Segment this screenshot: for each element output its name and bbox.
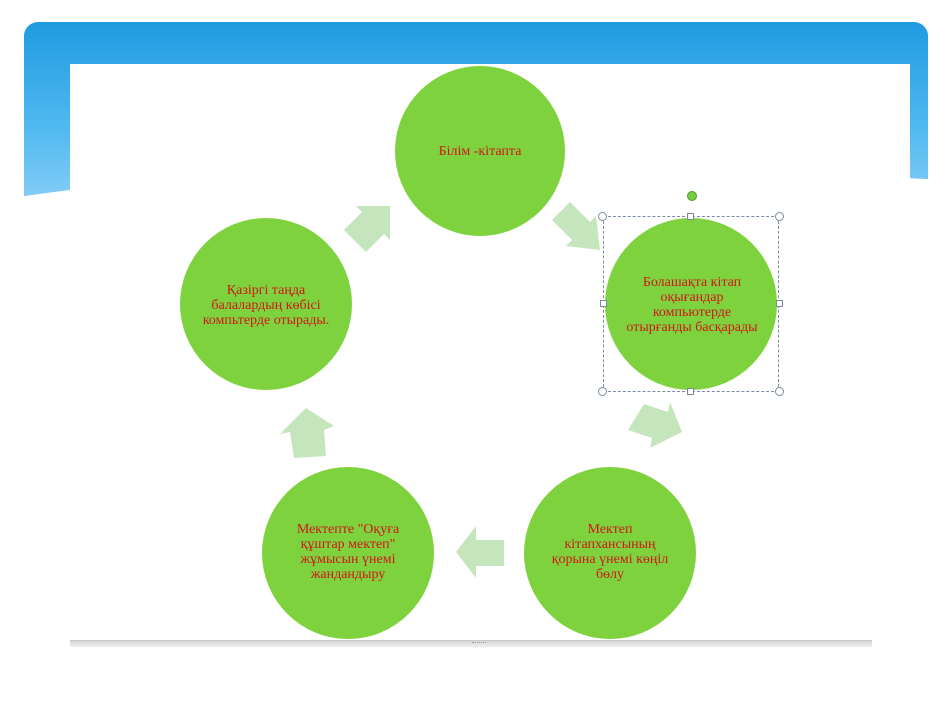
resize-handle-bottom-left[interactable] — [598, 387, 607, 396]
arrow-n3-to-n4 — [456, 526, 504, 578]
resize-handle-left[interactable] — [600, 300, 607, 307]
arrow-n4-to-n5 — [280, 408, 334, 458]
resize-handle-top[interactable] — [687, 213, 694, 220]
arrow-n5-to-n1 — [344, 206, 390, 252]
slide-bottom-scrollbar[interactable] — [70, 640, 872, 647]
resize-handle-top-left[interactable] — [598, 212, 607, 221]
node-label-n2: Болашақта кітап оқығандар компьютерде от… — [626, 275, 758, 335]
node-label-n5: Қазіргі таңда балалардың көбісі компьтер… — [202, 282, 330, 328]
node-circle-n2[interactable] — [605, 218, 777, 390]
node-circle-n5[interactable] — [180, 218, 352, 390]
resize-handle-bottom[interactable] — [687, 388, 694, 395]
node-circle-n1[interactable] — [395, 66, 565, 236]
arrow-n2-to-n3 — [628, 402, 682, 448]
selection-frame[interactable] — [603, 216, 779, 392]
node-label-n3: Мектеп кітапхансының қорына үнемі көңіл … — [551, 522, 669, 582]
node-circle-n4[interactable] — [262, 467, 434, 639]
scrollbar-grip[interactable] — [472, 642, 486, 646]
rotate-handle[interactable] — [687, 191, 697, 201]
resize-handle-right[interactable] — [776, 300, 783, 307]
resize-handle-top-right[interactable] — [775, 212, 784, 221]
resize-handle-bottom-right[interactable] — [775, 387, 784, 396]
node-label-n4: Мектепте "Оқуға құштар мектеп" жұмысын ү… — [296, 522, 400, 582]
node-circle-n3[interactable] — [524, 467, 696, 639]
node-label-n1: Білім -кітапта — [438, 143, 522, 159]
arrow-n1-to-n2 — [552, 202, 600, 250]
